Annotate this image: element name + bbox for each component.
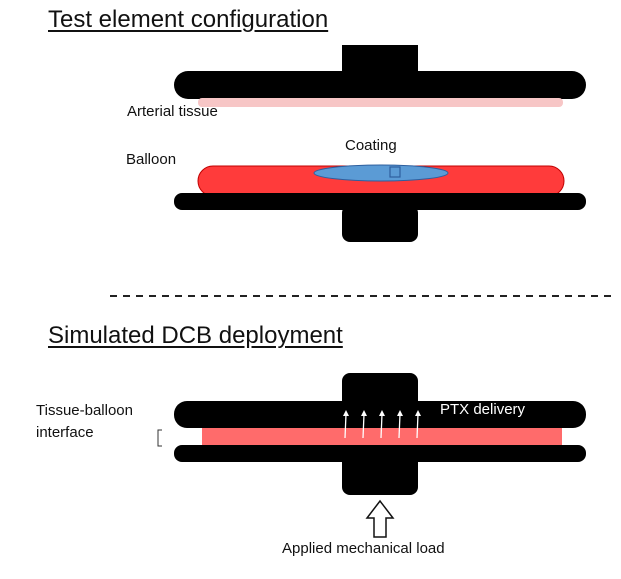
up-arrow-icon bbox=[361, 410, 367, 439]
top-configuration bbox=[174, 45, 586, 242]
up-arrow-icon bbox=[397, 410, 403, 439]
up-arrow-icon bbox=[379, 410, 385, 439]
upper-platen bbox=[174, 71, 586, 99]
up-arrow-icon bbox=[343, 410, 349, 439]
balloon-label: Balloon bbox=[126, 151, 177, 168]
arterial-tissue-strip bbox=[198, 98, 563, 107]
bracket-icon bbox=[157, 429, 162, 447]
interface-band bbox=[202, 428, 562, 446]
top-title: Test element configuration bbox=[48, 6, 329, 33]
bottom-deployment bbox=[157, 373, 586, 538]
coating-label: Coating bbox=[345, 137, 397, 154]
arterial-tissue-label: Arterial tissue bbox=[127, 103, 218, 120]
delivery-arrows bbox=[343, 410, 421, 439]
interface-label-line1: Tissue-balloon bbox=[36, 402, 133, 419]
ptx-delivery-label: PTX delivery bbox=[440, 401, 526, 418]
lower-platen bbox=[174, 193, 586, 210]
interface-label-line2: interface bbox=[36, 424, 94, 441]
applied-load-label: Applied mechanical load bbox=[282, 540, 445, 557]
bottom-title: Simulated DCB deployment bbox=[48, 322, 343, 349]
deploy-lower-platen bbox=[174, 445, 586, 462]
coating-marker bbox=[389, 166, 401, 178]
outline-up-arrow-icon bbox=[365, 499, 395, 538]
up-arrow-icon bbox=[415, 410, 421, 439]
lower-stem bbox=[342, 205, 418, 242]
coating-ellipse bbox=[313, 164, 449, 182]
